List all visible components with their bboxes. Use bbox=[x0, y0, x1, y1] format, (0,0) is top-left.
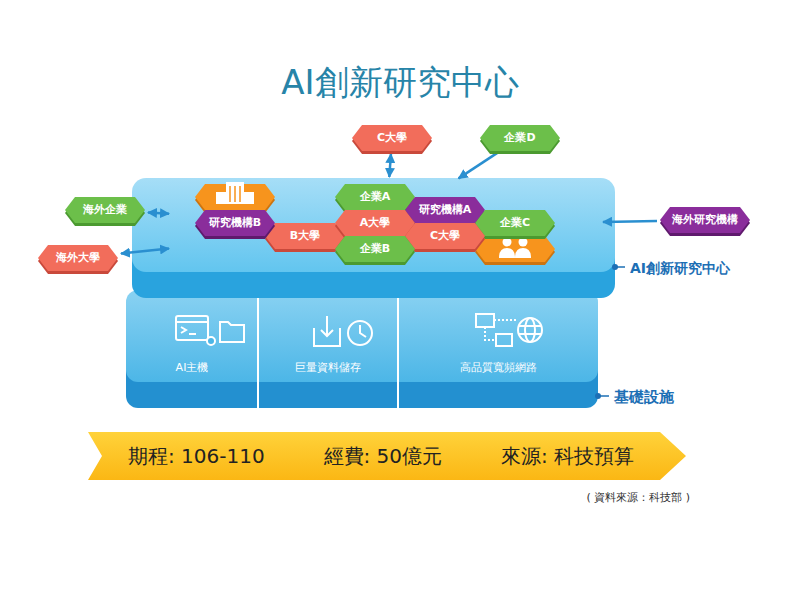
hexagon-face bbox=[38, 245, 118, 271]
hexagon-face bbox=[660, 207, 750, 233]
university-hexagon: A大學 bbox=[335, 210, 415, 236]
hexagon-face bbox=[352, 125, 432, 151]
node-label: 企業C bbox=[475, 210, 555, 236]
terminal-window bbox=[176, 316, 208, 340]
network-link bbox=[485, 327, 496, 340]
building-windows bbox=[230, 186, 240, 202]
source-caption: ( 資料來源：科技部 ) bbox=[0, 490, 690, 505]
band-arrow bbox=[88, 432, 686, 480]
terminal-cursor bbox=[189, 333, 196, 335]
university-hexagon: C大學 bbox=[352, 125, 432, 151]
node-label: 基礎設施 bbox=[614, 388, 674, 406]
node-label: 企業A bbox=[335, 184, 415, 210]
people-hexagon bbox=[475, 236, 555, 262]
globe-parallel bbox=[518, 325, 542, 327]
monitor-icon bbox=[496, 334, 512, 346]
node-label: 海外大學 bbox=[38, 245, 118, 271]
connector-arrow bbox=[148, 212, 169, 213]
leader-line bbox=[598, 395, 609, 397]
clock-hands bbox=[360, 325, 366, 337]
hexagon-face bbox=[335, 236, 415, 262]
node-label: 企業D bbox=[480, 125, 560, 151]
folder-icon bbox=[220, 322, 244, 342]
infrastructure-section: 巨量資料儲存 bbox=[258, 356, 398, 378]
globe-meridian bbox=[525, 318, 535, 342]
hexagon-face bbox=[335, 184, 415, 210]
node-label: A大學 bbox=[335, 210, 415, 236]
enterprise-hexagon: 企業A bbox=[335, 184, 415, 210]
research-platform: 企業A研究機構A企業CB大學A大學C大學研究機構B企業BAI創新研究中心 bbox=[172, 180, 600, 272]
node-label: AI主機 bbox=[176, 360, 209, 375]
summary-arrow-band: 期程: 106-110 經費: 50億元 來源: 科技預算 bbox=[88, 432, 686, 480]
infrastructure-platform: AI主機巨量資料儲存高品質寬頻網路基礎設施 bbox=[126, 290, 598, 408]
enterprise-hexagon: 企業C bbox=[475, 210, 555, 236]
monitor-icon bbox=[476, 314, 494, 327]
enterprise-hexagon: 企業D bbox=[480, 125, 560, 151]
person-body bbox=[515, 248, 531, 258]
node-label: C大學 bbox=[352, 125, 432, 151]
network-icon bbox=[476, 314, 542, 346]
infrastructure-section: AI主機 bbox=[126, 356, 258, 378]
hexagon-face bbox=[480, 125, 560, 151]
university-hexagon: 海外大學 bbox=[38, 245, 118, 271]
hexagon-face bbox=[65, 197, 145, 223]
institute-hexagon: 海外研究機構 bbox=[660, 207, 750, 233]
storage-arrow bbox=[321, 316, 333, 336]
node-label: 企業B bbox=[335, 236, 415, 262]
platform-slab-top bbox=[132, 178, 615, 272]
node-label: 海外企業 bbox=[65, 197, 145, 223]
hexagon-face bbox=[405, 223, 485, 249]
hexagon-face bbox=[195, 210, 275, 236]
terminal-bar bbox=[176, 321, 208, 323]
infrastructure-section: 高品質寬頻網路 bbox=[398, 356, 598, 378]
server-icon bbox=[176, 316, 244, 345]
university-hexagon: C大學 bbox=[405, 223, 485, 249]
leader-line bbox=[615, 266, 625, 268]
node-label: 研究機構B bbox=[195, 210, 275, 236]
hexagon-face bbox=[405, 197, 485, 223]
diagram-title: AI創新研究中心 bbox=[0, 60, 800, 106]
hexagon-face bbox=[475, 210, 555, 236]
terminal-prompt bbox=[181, 327, 186, 333]
institute-hexagon: 研究機構A bbox=[405, 197, 485, 223]
section-divider bbox=[397, 298, 399, 408]
node-label: 經費: 50億元 bbox=[324, 443, 443, 470]
hexagon-face bbox=[335, 210, 415, 236]
node-label: 研究機構A bbox=[405, 197, 485, 223]
enterprise-hexagon: 企業B bbox=[335, 236, 415, 262]
connector-arrow bbox=[459, 153, 498, 179]
node-label: 海外研究機構 bbox=[660, 207, 750, 233]
node-label: B大學 bbox=[265, 223, 345, 249]
section-divider bbox=[257, 298, 259, 408]
globe-parallel bbox=[518, 333, 542, 335]
connector-arrow bbox=[389, 154, 391, 177]
gear-icon bbox=[207, 337, 215, 345]
node-label: 巨量資料儲存 bbox=[295, 360, 361, 375]
storage-icon bbox=[314, 316, 372, 346]
enterprise-hexagon: 海外企業 bbox=[65, 197, 145, 223]
building-icon bbox=[216, 182, 254, 204]
node-label: 高品質寬頻網路 bbox=[460, 360, 537, 375]
network-link bbox=[494, 319, 516, 321]
building-hexagon bbox=[195, 184, 275, 210]
connector-arrow bbox=[121, 249, 169, 254]
institute-hexagon: 研究機構B bbox=[195, 210, 275, 236]
university-hexagon: B大學 bbox=[265, 223, 345, 249]
globe-icon bbox=[518, 318, 542, 342]
hexagon-face bbox=[265, 223, 345, 249]
base-slab-top bbox=[126, 290, 598, 382]
person-body bbox=[499, 248, 515, 258]
connector-arrow bbox=[603, 221, 657, 222]
people-icon bbox=[499, 238, 531, 259]
node-label: AI創新研究中心 bbox=[630, 259, 730, 277]
clock-icon bbox=[348, 321, 372, 345]
node-label: C大學 bbox=[405, 223, 485, 249]
node-label: 來源: 科技預算 bbox=[501, 443, 634, 470]
node-label: 期程: 106-110 bbox=[128, 443, 265, 470]
